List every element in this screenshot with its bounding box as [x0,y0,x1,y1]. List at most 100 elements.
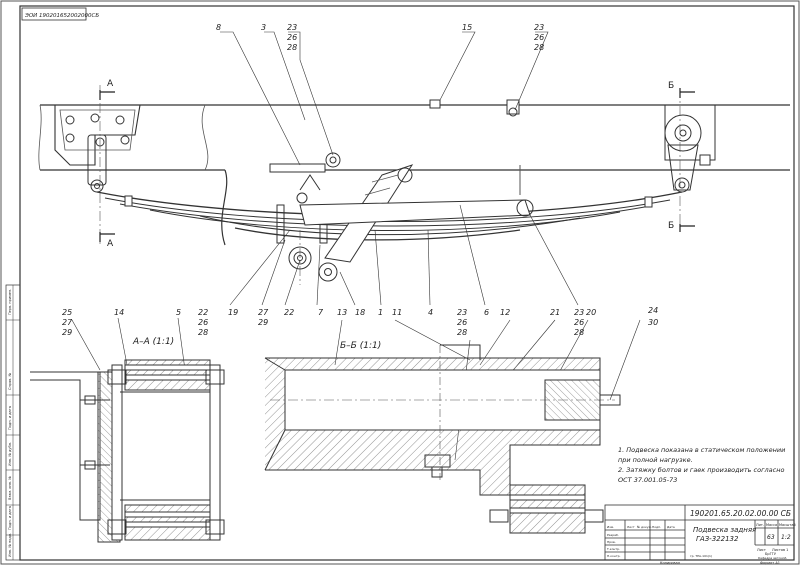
callout-28d: 28 [574,328,584,337]
tb-org-3: гр. ТРА-101(1) [690,554,712,558]
side-stamp-column: Перв. примен. Справ. № Подп. и дата Инв.… [5,284,21,561]
callout-19: 19 [228,308,238,317]
tb-sheet-h: Лист [757,548,766,552]
callout-18: 18 [355,308,365,317]
callout-1: 1 [378,308,383,317]
rear-bracket [664,104,716,161]
note-line-1: 1. Подвеска показана в статическом полож… [618,446,785,454]
side-stamp-2: Справ. № [8,373,12,390]
callout-27: 27 [258,308,269,317]
front-shackle [87,134,107,186]
title-designation: 190201.65.20.02.00.00 СБ [690,509,791,518]
tb-r1: Изм. [607,525,614,529]
cut-a-bottom: А [107,239,114,249]
section-bb [264,319,641,534]
callout-22a: 22 [198,308,208,317]
centerlines [99,85,681,285]
callout-25: 25 [62,308,72,317]
tb-r4: Подп. [652,525,661,529]
rear-eye-outer [664,114,702,152]
section-bb-title: Б–Б (1:1) [340,341,381,351]
callout-28e: 28 [457,328,467,337]
callout-28b: 28 [534,43,544,52]
side-stamp-1: Перв. примен. [8,289,12,315]
callout-13: 13 [337,308,347,317]
side-stamp-3: Подп. и дата [8,406,12,430]
tb-r2: Лист [627,525,635,529]
callout-27b: 27 [62,318,73,327]
frame-rail-break-left [38,104,42,171]
callout-12: 12 [500,308,510,317]
callout-6: 6 [484,308,489,317]
tb-mass-h: Масса [766,523,777,527]
tb-chk: Пров. [607,540,616,544]
note-line-4: ОСТ 37.001.05-73 [618,476,677,484]
note-line-3: 2. Затяжку болтов и гаек производить сог… [618,466,784,474]
tb-scale-h: Масштаб [779,523,796,527]
tb-lit: Лит. [756,523,764,527]
side-stamp-5: Взам. инв. № [8,476,12,500]
u-bolt-left [276,204,285,244]
note-line-2: при полной нагрузке. [618,456,693,464]
callout-26b: 26 [534,33,544,42]
tb-dev: Разраб. [607,533,619,537]
notes-block: 1. Подвеска показана в статическом полож… [618,446,785,484]
callout-8: 8 [216,23,221,32]
callout-21: 21 [550,308,560,317]
callout-11: 11 [392,308,402,317]
tb-sheets-h: Листов 1 [772,548,788,552]
callout-26a: 26 [287,33,297,42]
leader-lines-top [220,31,579,306]
tb-copied: Копировал [660,561,680,565]
callout-5: 5 [176,308,181,317]
callout-30: 30 [648,318,658,327]
callout-29: 29 [258,318,268,327]
callout-15: 15 [462,23,472,32]
title-name-2: ГАЗ-322132 [696,535,739,543]
front-bracket-plate [59,109,136,151]
callout-23d: 23 [457,308,467,317]
title-block [604,504,795,561]
inner-frame [19,5,795,561]
section-aa [30,317,225,543]
cut-a-top: А [107,79,114,89]
cut-b-top: Б [668,81,674,91]
callout-20: 20 [586,308,596,317]
callout-28a: 28 [287,43,297,52]
stamp-code-box: ЭОИ 190201652002000СБ [21,7,99,21]
callout-24: 24 [648,306,658,315]
callout-29b: 29 [62,328,72,337]
tb-format: Формат A1 [760,561,780,565]
cut-marks [99,88,695,242]
callout-28c: 28 [198,328,208,337]
frame-rail [40,104,790,246]
tb-scale: 1:2 [781,534,791,541]
side-stamp-7: Инв. № подл. [8,533,12,557]
frame-rail-break [201,104,209,171]
main-side-view [38,99,790,282]
side-stamp-6: Подп. и дата [8,506,12,530]
tb-tk: Т.контр. [606,547,620,551]
tb-mass: 63 [767,534,775,541]
callout-3: 3 [261,23,266,32]
rear-shackle [667,144,699,191]
tb-nk: Н.контр. [607,554,620,558]
side-stamp-4: Инв. № дубл. [8,442,12,466]
callout-22: 22 [284,308,294,317]
callout-14: 14 [114,308,124,317]
tb-org-1: БрГТУ [765,552,777,556]
tb-r5: Дата [667,525,675,529]
section-aa-title: А–А (1:1) [132,337,174,347]
callout-23a: 23 [287,23,297,32]
cut-b-bottom: Б [668,221,674,231]
callout-23b: 23 [534,23,544,32]
callout-4: 4 [428,308,433,317]
callout-26c: 26 [198,318,208,327]
title-name-1: Подвеска задняя [693,526,756,534]
callout-7: 7 [318,308,324,317]
tb-org-2: Кафедра автомоб. [758,556,787,560]
stamp-code: ЭОИ 190201652002000СБ [24,13,99,19]
callout-23c: 23 [574,308,584,317]
